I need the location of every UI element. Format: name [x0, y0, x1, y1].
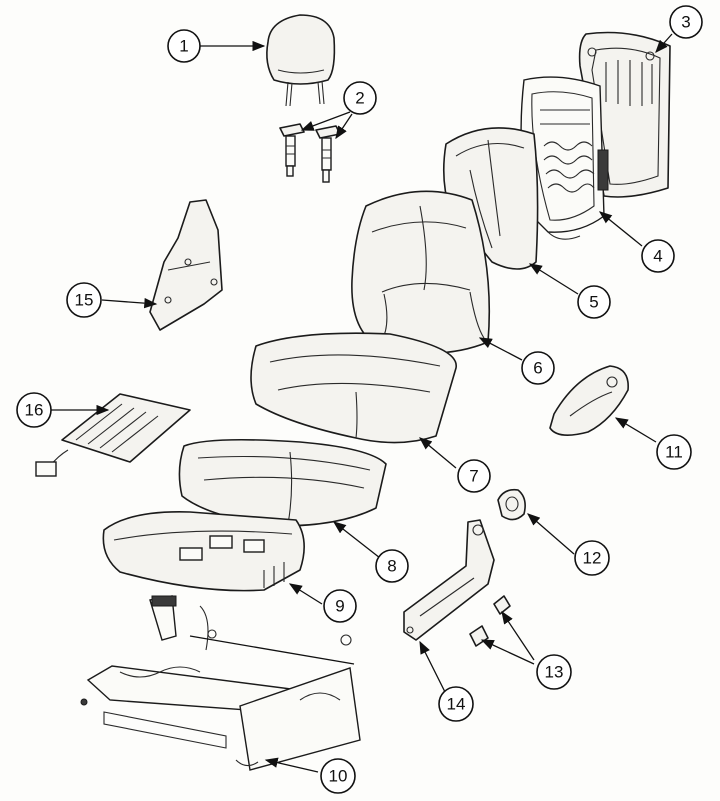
- callout-label: 11: [665, 443, 683, 462]
- callout-12: 12: [574, 540, 610, 576]
- armrest: [549, 365, 629, 436]
- callout-7: 7: [457, 459, 491, 493]
- callout-label: 6: [533, 359, 542, 378]
- callout-label: 7: [469, 467, 478, 486]
- pivot-bushing: [497, 488, 526, 521]
- seat-cushion-cover: [250, 332, 457, 444]
- callout-label: 10: [329, 767, 348, 786]
- callout-11: 11: [656, 434, 692, 470]
- callout-label: 3: [681, 13, 690, 32]
- callout-9: 9: [323, 589, 357, 623]
- callout-label: 15: [75, 291, 94, 310]
- seatback-foam: [442, 127, 539, 270]
- callout-label: 16: [25, 401, 44, 420]
- callout-14: 14: [438, 686, 474, 722]
- callout-10: 10: [320, 758, 356, 794]
- callout-label: 2: [355, 89, 364, 108]
- callout-6: 6: [521, 351, 555, 385]
- callout-label: 13: [545, 663, 564, 682]
- callout-label: 12: [583, 549, 602, 568]
- callout-2: 2: [343, 81, 377, 115]
- headrest: [266, 14, 336, 107]
- trim-clips: [469, 595, 511, 647]
- callout-label: 14: [447, 695, 466, 714]
- callout-4: 4: [641, 239, 675, 273]
- callout-5: 5: [577, 285, 611, 319]
- callout-3: 3: [669, 5, 703, 39]
- leader-lines: [50, 33, 673, 773]
- side-shield: [403, 519, 495, 641]
- callout-label: 1: [179, 37, 188, 56]
- callout-1: 1: [167, 29, 201, 63]
- callout-label: 9: [335, 597, 344, 616]
- headrest-guides: [279, 123, 341, 183]
- callout-16: 16: [16, 392, 52, 428]
- seat-cushion-foam: [178, 438, 387, 527]
- callout-label: 4: [653, 247, 662, 266]
- callout-13: 13: [536, 654, 572, 690]
- callout-label: 8: [387, 557, 396, 576]
- callout-label: 5: [589, 293, 598, 312]
- seat-track-frame: [80, 595, 361, 771]
- cushion-pan: [102, 511, 305, 592]
- seatback-frame: [520, 76, 609, 240]
- recliner-cover: [149, 199, 223, 331]
- callout-15: 15: [66, 282, 102, 318]
- seatback-cover: [351, 190, 491, 354]
- callout-8: 8: [375, 549, 409, 583]
- heater-pad: [35, 393, 191, 477]
